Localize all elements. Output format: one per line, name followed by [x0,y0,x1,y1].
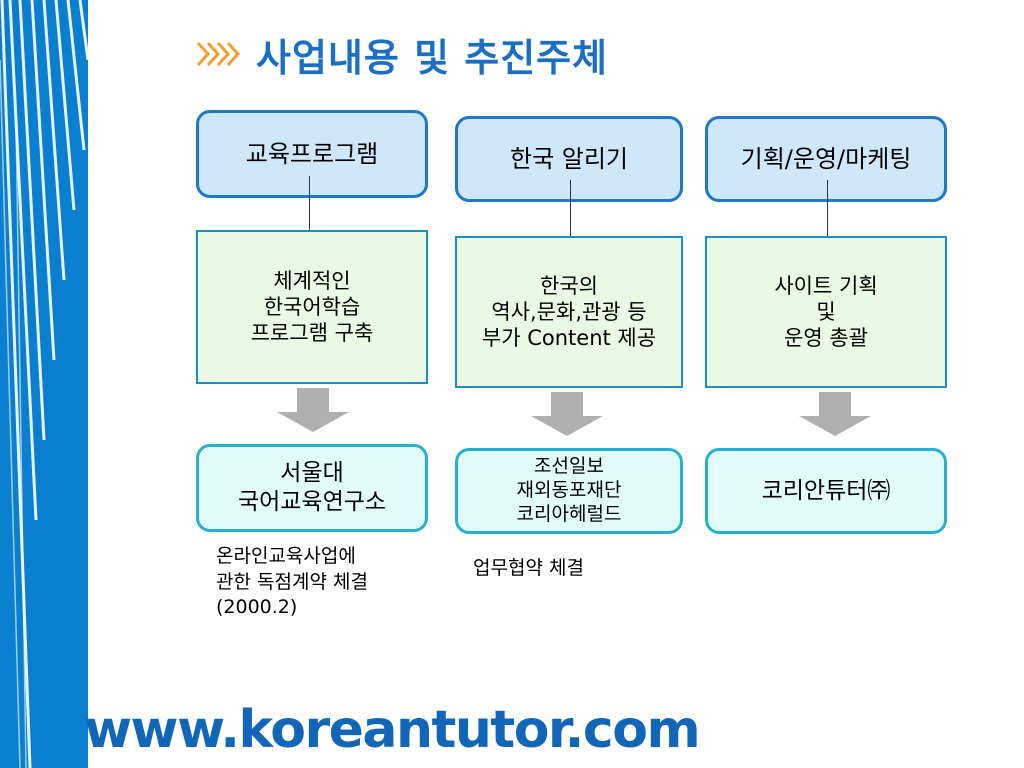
description-box-operation: 사이트 기획 및 운영 총괄 [705,236,947,388]
partner-box-seoul-univ: 서울대 국어교육연구소 [196,444,428,532]
partner-note: 온라인교육사업에 관한 독점계약 체결 (2000.2) [216,545,368,619]
category-label: 기획/운영/마케팅 [740,145,912,173]
partner-box-koreantutor: 코리안튜터㈜ [705,448,947,534]
category-label: 교육프로그램 [245,140,379,168]
connector-line [309,176,310,230]
down-arrow-icon [277,388,349,432]
description-box-education: 체계적인 한국어학습 프로그램 구축 [196,230,428,384]
connector-line [570,180,571,236]
description-text: 한국의 역사,문화,관광 등 부가 Content 제공 [481,273,657,351]
category-label: 한국 알리기 [509,145,629,173]
description-text: 사이트 기획 및 운영 총괄 [774,273,878,351]
page-title: 사업내용 및 추진주체 [256,35,609,80]
category-box-korea-promotion: 한국 알리기 [455,116,683,202]
description-box-korea-promotion: 한국의 역사,문화,관광 등 부가 Content 제공 [455,236,683,388]
side-stripe-decoration [0,0,88,768]
partner-text: 서울대 국어교육연구소 [237,460,387,515]
partner-box-media: 조선일보 재외동포재단 코리아헤럴드 [455,448,683,534]
connector-line [827,180,828,236]
title-row: 사업내용 및 추진주체 [196,26,608,82]
partner-note: 업무협약 체결 [473,557,584,579]
partner-text: 코리안튜터㈜ [761,477,891,504]
description-text: 체계적인 한국어학습 프로그램 구축 [250,268,374,346]
footer-url: www.koreantutor.com [84,700,701,760]
chevron-arrows-icon [196,39,248,69]
partner-text: 조선일보 재외동포재단 코리아헤럴드 [516,455,622,525]
down-arrow-icon [531,392,603,436]
down-arrow-icon [799,392,871,436]
category-box-education: 교육프로그램 [196,110,428,198]
category-box-operation: 기획/운영/마케팅 [705,116,947,202]
